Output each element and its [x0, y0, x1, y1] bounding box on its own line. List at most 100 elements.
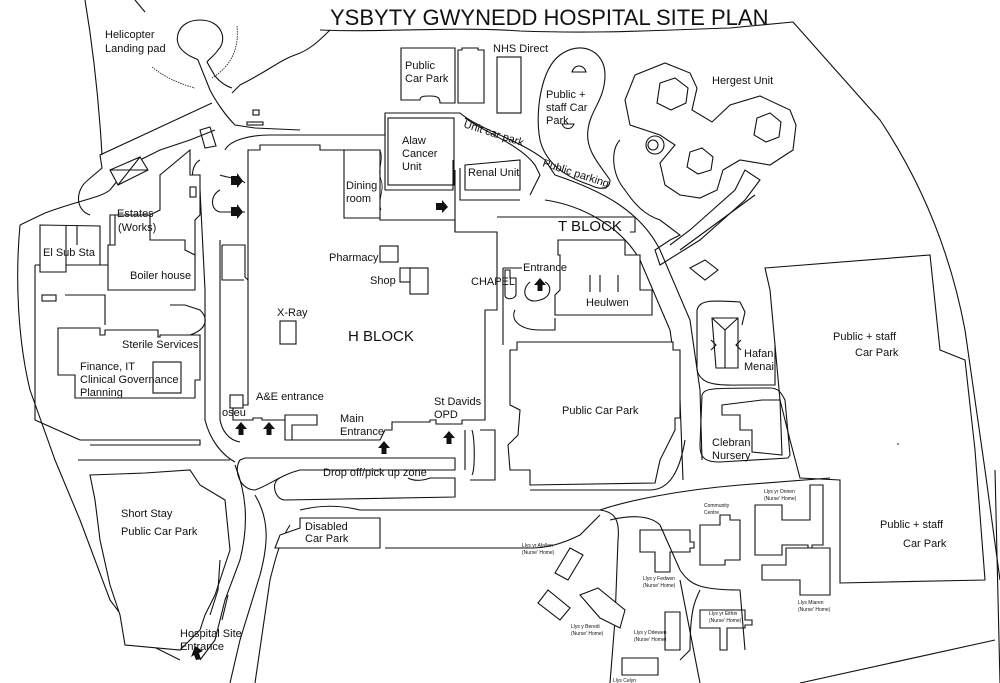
label-heulwen: Heulwen	[586, 297, 629, 309]
label-dining-2: room	[346, 193, 371, 205]
label-unit-car-park: Unit car park	[462, 118, 525, 149]
label-hafan-1: Hafan	[744, 348, 773, 360]
label-hergest-unit: Hergest Unit	[712, 75, 773, 87]
disabled-car-park	[274, 517, 381, 549]
label-st-davids-1: St Davids	[434, 396, 482, 408]
ring-road-west-inner	[219, 240, 241, 443]
label-site-entrance-2: Entrance	[180, 641, 224, 653]
alaw-surround	[384, 116, 454, 191]
map-dot	[897, 443, 899, 445]
renal-surround	[454, 168, 520, 232]
top-access-road	[224, 112, 703, 461]
gatehouse	[199, 126, 217, 149]
label-clebran-1: Clebran	[712, 437, 751, 449]
label-st-davids-2: OPD	[434, 409, 458, 421]
label-boiler-house: Boiler house	[130, 270, 191, 282]
ae-entrance-arrow-icon	[263, 422, 275, 435]
label-chapel: CHAPEL	[471, 276, 515, 288]
label-dining-1: Dining	[346, 180, 377, 192]
label-fedwen-2: (Nurse' Home)	[643, 583, 676, 589]
dining-room-divider	[343, 150, 380, 219]
label-nhs-direct: NHS Direct	[493, 43, 548, 55]
clebran-nursery-building	[721, 399, 783, 456]
small-structure	[252, 109, 260, 116]
car-park-top-annex	[457, 47, 485, 104]
renal-unit-building	[464, 159, 521, 191]
site-boundary-east	[792, 21, 1000, 581]
map-title: YSBYTY GWYNEDD HOSPITAL SITE PLAN	[330, 5, 768, 30]
t-block-entrance-arrow-icon	[534, 278, 546, 291]
community-centre-building	[699, 514, 741, 566]
t-block-label: T BLOCK	[558, 218, 622, 235]
short-stay-top-road	[78, 439, 230, 461]
road-east-to-nurses	[599, 477, 831, 511]
label-public-staff-cp-top-1: Public +	[546, 89, 585, 101]
car-park-island	[571, 65, 587, 73]
llys-yr-afallen-building	[554, 547, 584, 581]
label-miaren-1: Llys Miaren	[798, 600, 824, 606]
label-short-stay-1: Short Stay	[121, 508, 173, 520]
label-eithin-1: Llys yr Eithin	[709, 611, 738, 617]
t-block-outline	[497, 216, 636, 233]
ae-canopy	[284, 414, 318, 440]
short-stay-entrance-lane	[209, 559, 229, 621]
label-alaw-1: Alaw	[402, 135, 426, 147]
label-estates-1: Estates	[117, 208, 154, 220]
sterile-services-wing	[65, 294, 206, 336]
hergest-unit-building	[613, 62, 797, 266]
llys-y-beredi-building	[579, 587, 626, 629]
shop-room-annex	[409, 267, 429, 295]
helicopter-landing-pad	[77, 0, 331, 216]
label-ddewen-2: (Nurse' Home)	[634, 637, 667, 643]
label-ae-entrance: A&E entrance	[256, 391, 324, 403]
oseu-room	[229, 394, 244, 409]
st-davids-road	[464, 429, 496, 481]
site-boundary-east-inner	[994, 469, 1000, 683]
ring-road-west	[191, 159, 236, 463]
label-bereda-1: Llys y Beredi	[571, 624, 600, 630]
renal-arrow-icon	[436, 200, 448, 213]
llys-y-fedwen-building	[639, 529, 695, 573]
label-finance-2: Clinical Governance	[80, 374, 178, 386]
main-entrance-arrow-icon	[378, 441, 390, 454]
middle-car-park-road	[530, 439, 686, 491]
nhs-direct-building	[496, 56, 522, 114]
pharmacy-room	[379, 245, 399, 263]
south-main-road	[199, 464, 267, 683]
label-public-staff-cp-top-3: Park	[546, 115, 569, 127]
short-stay-car-park	[89, 469, 231, 651]
label-sterile-services: Sterile Services	[122, 339, 199, 351]
label-helicopter-2: Landing pad	[105, 43, 166, 55]
site-entrance-arrow-icon	[191, 646, 203, 660]
south-road-east-lower	[254, 514, 601, 683]
label-public-staff-cp-top-2: staff Car	[546, 102, 588, 114]
llys-miaren-building	[761, 547, 831, 596]
delivery-arrow-icon	[231, 173, 243, 188]
label-drop-off: Drop off/pick up zone	[323, 467, 427, 479]
t-block-building	[554, 239, 653, 316]
label-ddewen-1: Llys y Ddewen	[634, 630, 667, 636]
mortuary-arrow-icon	[231, 204, 243, 219]
site-boundary-top	[319, 21, 794, 33]
label-short-stay-2: Public Car Park	[121, 526, 198, 538]
t-block-entrance-loop	[513, 281, 556, 331]
drop-off-lane	[274, 477, 456, 501]
h-block-label: H BLOCK	[348, 328, 414, 345]
label-public-staff-cp-right-1: Public + staff	[833, 331, 897, 343]
label-alaw-2: Cancer	[402, 148, 438, 160]
label-entrance-t: Entrance	[523, 262, 567, 274]
small-building	[689, 259, 719, 281]
label-shop: Shop	[370, 275, 396, 287]
dining-room-wall	[379, 149, 383, 211]
label-x-ray: X-Ray	[277, 307, 308, 319]
label-onnen-1: Llys yr Onnen	[764, 489, 795, 495]
entrance-arrows	[191, 200, 546, 660]
x-ray-room	[279, 320, 297, 345]
label-public-staff-cp-bottom-2: Car Park	[903, 538, 947, 550]
hafan-menai-area	[696, 284, 776, 386]
label-disabled-2: Car Park	[305, 533, 349, 545]
small-structure	[189, 186, 197, 198]
llys-y-beredi-wing	[537, 589, 571, 621]
nurses-home-road	[609, 516, 746, 661]
